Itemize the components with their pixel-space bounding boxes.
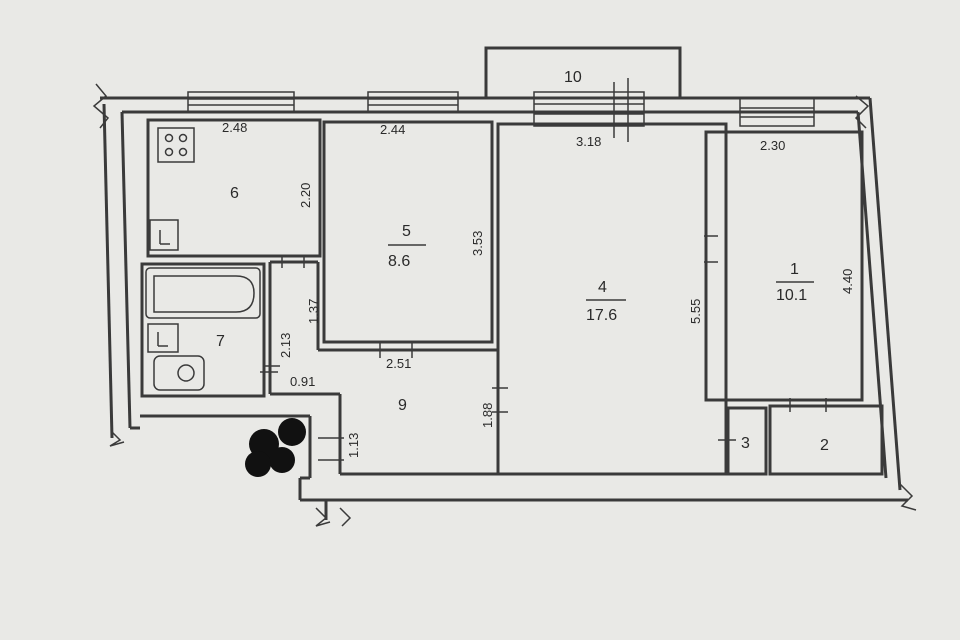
room-1-number: 1 <box>790 261 799 278</box>
redaction-mark <box>245 418 306 477</box>
dim-r5-depth: 3.53 <box>470 231 485 256</box>
dim-r1-width: 2.30 <box>760 138 785 153</box>
dim-entry-depth: 1.13 <box>346 433 361 458</box>
windows <box>187 78 815 142</box>
room-10-number: 10 <box>564 69 582 86</box>
dim-corridor-depth: 1.37 <box>306 299 321 324</box>
dim-r4-width: 3.18 <box>576 134 601 149</box>
dim-r4-depth: 5.55 <box>688 299 703 324</box>
room-5-number: 5 <box>402 223 411 240</box>
dim-r9-width: 2.51 <box>386 356 411 371</box>
dim-r5-width: 2.44 <box>380 122 405 137</box>
toilet-icon <box>153 355 205 391</box>
room-9-number: 9 <box>398 397 407 414</box>
room-2-number: 2 <box>820 437 829 454</box>
room-7-number: 7 <box>216 333 225 350</box>
room-5-area: 8.6 <box>388 253 410 270</box>
dim-r1-depth: 4.40 <box>840 269 855 294</box>
stove-icon <box>157 127 195 163</box>
bathtub-icon <box>145 267 261 319</box>
room-4-area: 17.6 <box>586 307 617 324</box>
room-4-number: 4 <box>598 279 607 296</box>
room-3-number: 3 <box>741 435 750 452</box>
room-1-area: 10.1 <box>776 287 807 304</box>
dim-corridor-width: 0.91 <box>290 374 315 389</box>
dim-r6-depth: 2.20 <box>298 183 313 208</box>
washbasin-icon <box>147 323 179 353</box>
interior-walls <box>140 118 884 476</box>
dim-r9-depth: 1.88 <box>480 403 495 428</box>
dim-r7-depth: 2.13 <box>278 333 293 358</box>
door-marks <box>260 235 827 461</box>
wall-break-marks <box>92 83 917 527</box>
room-6-number: 6 <box>230 185 239 202</box>
kitchen-sink-icon <box>149 219 179 251</box>
balcony-outline <box>484 46 682 100</box>
dim-r6-width: 2.48 <box>222 120 247 135</box>
outer-walls <box>100 96 908 520</box>
